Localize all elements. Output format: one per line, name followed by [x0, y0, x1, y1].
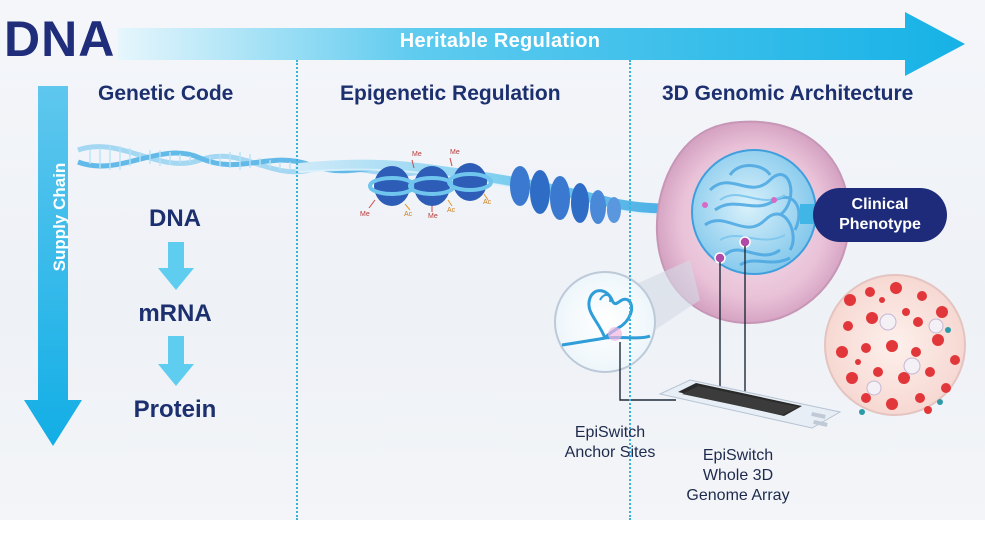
cell [655, 120, 851, 324]
anchor-label-line2: Anchor Sites [564, 444, 656, 461]
heritable-regulation-label: Heritable Regulation [399, 30, 601, 52]
chromatin-coil [510, 166, 621, 224]
array-label-line3: Genome Array [686, 487, 790, 504]
clinical-label-line1: Clinical [851, 196, 909, 213]
nucleosomes [368, 157, 493, 212]
ac-label: Ac [404, 211, 413, 218]
flow-item-mrna: mRNA [138, 300, 212, 327]
me-label: Me [450, 149, 460, 156]
supply-chain-arrow [24, 86, 82, 446]
diagram-title: DNA [4, 11, 116, 67]
flow-item-protein: Protein [133, 396, 217, 423]
genome-array [658, 379, 842, 429]
ac-label: Ac [447, 207, 456, 214]
anchor-zoom [554, 271, 656, 373]
me-label: Me [412, 151, 422, 158]
supply-chain-label: Supply Chain [50, 162, 69, 272]
anchor-label-line1: EpiSwitch [574, 424, 646, 441]
flow-arrow-2 [158, 336, 194, 386]
array-label-line1: EpiSwitch [702, 447, 774, 464]
column-heading-3d-architecture: 3D Genomic Architecture [662, 82, 914, 105]
column-divider [629, 60, 631, 520]
column-heading-genetic-code: Genetic Code [98, 82, 234, 105]
column-divider [296, 60, 298, 520]
anchor-sites-label: EpiSwitch Anchor Sites [550, 423, 670, 463]
genome-array-label: EpiSwitch Whole 3D Genome Array [668, 446, 808, 506]
flow-arrow-1 [158, 242, 194, 290]
me-label: Me [428, 213, 438, 220]
array-label-line2: Whole 3D [702, 467, 774, 484]
ac-label: Ac [483, 199, 492, 206]
clinical-phenotype-badge: Clinical Phenotype [813, 188, 947, 242]
flow-item-dna: DNA [149, 205, 201, 232]
clinical-label-line2: Phenotype [839, 216, 921, 233]
heritable-arrow [118, 12, 965, 76]
blood-smear [824, 274, 966, 416]
me-label: Me [360, 211, 370, 218]
column-heading-epigenetic-regulation: Epigenetic Regulation [340, 82, 561, 105]
